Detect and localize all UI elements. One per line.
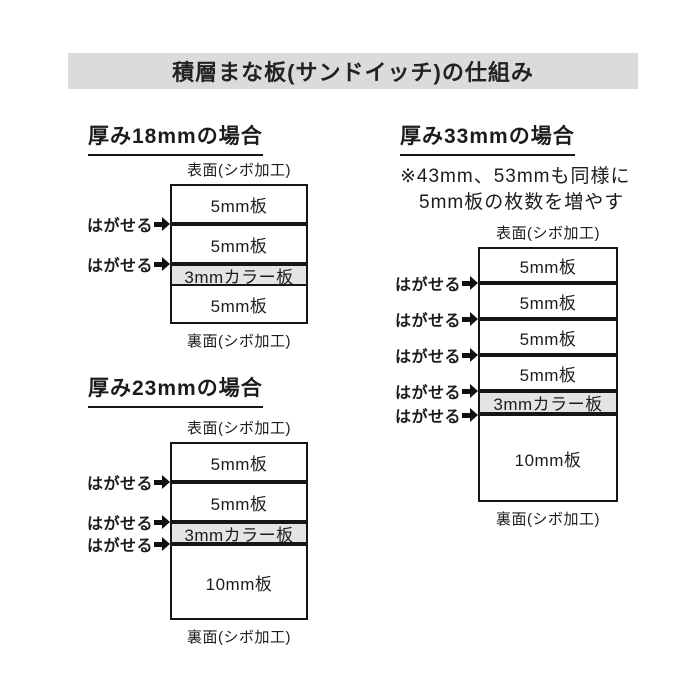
peel-label-text: はがせる xyxy=(394,349,461,366)
layer-5mm: 5mm板 xyxy=(480,249,616,281)
peel-label: はがせる xyxy=(394,381,478,402)
section-heading-23mm: 厚み23mmの場合 xyxy=(88,372,263,408)
layer-stack-18mm: 5mm板 5mm板 3mmカラー板 5mm板 xyxy=(170,184,308,324)
layer-5mm: 5mm板 xyxy=(480,321,616,353)
peel-label: はがせる xyxy=(86,214,170,235)
peelable-separator xyxy=(480,389,616,393)
diagram-18mm: 表面(シボ加工) 5mm板 5mm板 3mmカラー板 5mm板 裏面(シボ加工)… xyxy=(70,162,308,351)
back-surface-label: 裏面(シボ加工) xyxy=(496,511,600,528)
peelable-separator xyxy=(480,412,616,416)
peel-arrow-icon xyxy=(462,408,478,422)
peelable-separator xyxy=(172,222,306,226)
diagram-33mm: 表面(シボ加工) 5mm板 5mm板 5mm板 5mm板 3mmカラー板 10m… xyxy=(394,225,618,529)
note-text: ※43mm、53mmも同様に 5mm板の枚数を増やす xyxy=(400,164,631,216)
peel-label: はがせる xyxy=(86,254,170,275)
peel-label: はがせる xyxy=(394,345,478,366)
page-title: 積層まな板(サンドイッチ)の仕組み xyxy=(172,60,534,85)
section-heading-18mm: 厚み18mmの場合 xyxy=(88,120,263,156)
title-bar: 積層まな板(サンドイッチ)の仕組み xyxy=(68,53,638,89)
layer-5mm: 5mm板 xyxy=(172,286,306,322)
section-heading-33mm: 厚み33mmの場合 xyxy=(400,120,575,156)
layer-5mm: 5mm板 xyxy=(480,285,616,317)
layer-5mm: 5mm板 xyxy=(172,484,306,520)
peel-label-text: はがせる xyxy=(86,476,153,493)
peel-arrow-icon xyxy=(462,312,478,326)
layer-5mm: 5mm板 xyxy=(172,444,306,480)
front-surface-label: 表面(シボ加工) xyxy=(496,225,600,242)
peel-label: はがせる xyxy=(394,405,478,426)
peel-arrow-icon xyxy=(154,257,170,271)
peelable-separator xyxy=(172,520,306,524)
peel-arrow-icon xyxy=(154,537,170,551)
note-line-1: ※43mm、53mmも同様に xyxy=(400,166,631,187)
peelable-separator xyxy=(172,480,306,484)
back-surface-label: 裏面(シボ加工) xyxy=(187,629,291,646)
diagram-23mm: 表面(シボ加工) 5mm板 5mm板 3mmカラー板 10mm板 裏面(シボ加工… xyxy=(70,420,308,647)
peelable-separator xyxy=(480,353,616,357)
layer-separator xyxy=(172,284,306,286)
layer-stack-33mm: 5mm板 5mm板 5mm板 5mm板 3mmカラー板 10mm板 xyxy=(478,247,618,502)
layer-stack-23mm: 5mm板 5mm板 3mmカラー板 10mm板 xyxy=(170,442,308,620)
peel-label-text: はがせる xyxy=(394,277,461,294)
layer-3mm-color: 3mmカラー板 xyxy=(172,266,306,287)
peel-label-text: はがせる xyxy=(86,516,153,533)
peel-label-text: はがせる xyxy=(86,258,153,275)
front-surface-label: 表面(シボ加工) xyxy=(187,162,291,179)
peel-label: はがせる xyxy=(86,512,170,533)
layer-3mm-color: 3mmカラー板 xyxy=(172,524,306,545)
layer-5mm: 5mm板 xyxy=(480,357,616,389)
peel-label-text: はがせる xyxy=(394,385,461,402)
layer-5mm: 5mm板 xyxy=(172,226,306,262)
peel-label-text: はがせる xyxy=(86,538,153,555)
peel-label-text: はがせる xyxy=(86,218,153,235)
peelable-separator xyxy=(172,542,306,546)
peel-label: はがせる xyxy=(86,534,170,555)
peel-arrow-icon xyxy=(462,384,478,398)
peel-arrow-icon xyxy=(154,515,170,529)
note-line-2: 5mm板の枚数を増やす xyxy=(419,192,625,213)
peelable-separator xyxy=(480,317,616,321)
peel-label: はがせる xyxy=(394,309,478,330)
layer-10mm: 10mm板 xyxy=(172,546,306,618)
peel-arrow-icon xyxy=(462,348,478,362)
peelable-separator xyxy=(172,262,306,266)
peelable-separator xyxy=(480,281,616,285)
layer-3mm-color: 3mmカラー板 xyxy=(480,393,616,414)
front-surface-label: 表面(シボ加工) xyxy=(187,420,291,437)
peel-label: はがせる xyxy=(394,273,478,294)
peel-arrow-icon xyxy=(154,475,170,489)
layer-10mm: 10mm板 xyxy=(480,416,616,500)
peel-label-text: はがせる xyxy=(394,409,461,426)
peel-arrow-icon xyxy=(154,217,170,231)
back-surface-label: 裏面(シボ加工) xyxy=(187,333,291,350)
layer-5mm: 5mm板 xyxy=(172,186,306,222)
peel-arrow-icon xyxy=(462,276,478,290)
peel-label-text: はがせる xyxy=(394,313,461,330)
peel-label: はがせる xyxy=(86,472,170,493)
